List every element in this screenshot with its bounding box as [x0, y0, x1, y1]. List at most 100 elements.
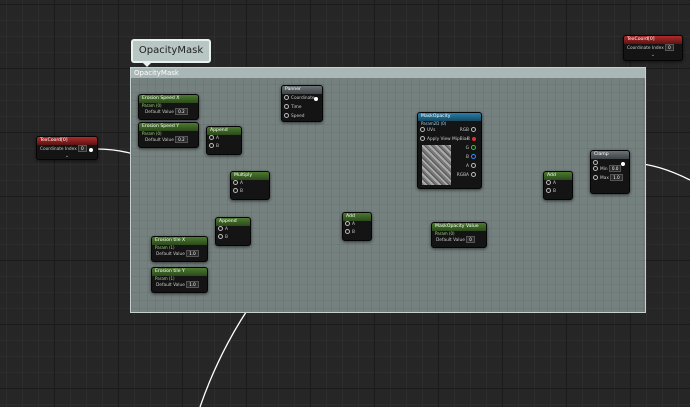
coordinate-index-row: Coordinate Index 0: [624, 44, 682, 53]
pin-label: Apply View MipBias: [427, 137, 469, 142]
pin-b-row: B: [231, 188, 269, 196]
clamp-node[interactable]: Clamp Min 0.0 Max 1.0: [590, 150, 630, 194]
node-title: TexCoord[0]: [624, 36, 682, 44]
output-pin[interactable]: [621, 161, 625, 166]
node-title: TexCoord[0]: [37, 137, 97, 145]
coordinate-index-field[interactable]: 0: [78, 145, 87, 152]
default-value-row: Default Value 1.0: [152, 250, 207, 259]
node-title: Panner: [282, 86, 322, 94]
multiply-node[interactable]: Multiply A B: [230, 171, 270, 200]
input-pin-speed[interactable]: [284, 113, 289, 118]
node-subtitle: Param (0): [435, 231, 455, 236]
input-pin-a[interactable]: [233, 180, 238, 185]
input-pin-a[interactable]: [345, 221, 350, 226]
output-pin[interactable]: [89, 147, 93, 152]
texture-sample-mask-opacity[interactable]: MaskOpacity Param2D (0) UVs Apply View M…: [417, 112, 482, 189]
default-value-field[interactable]: 1.0: [186, 250, 199, 257]
a-pin[interactable]: [471, 163, 476, 168]
expand-chevron-icon[interactable]: ⌄: [650, 52, 656, 58]
node-title: Append: [216, 218, 250, 226]
row-label: Coordinate Index: [627, 46, 664, 51]
pin-label: A: [240, 181, 243, 186]
pin-b-row: B: [343, 229, 371, 237]
input-pin-b[interactable]: [233, 188, 238, 193]
node-title: Erosion tile X: [152, 237, 207, 245]
output-pins: RGB R G B A RGBA: [457, 126, 478, 180]
param-erosion-speed-y[interactable]: Erosion Speed Y Param (0) Default Value …: [138, 122, 199, 148]
out-g-label: G: [465, 146, 469, 151]
max-row: Max 1.0: [591, 174, 629, 183]
input-pin[interactable]: [593, 160, 598, 165]
texcoord-node-right[interactable]: TexCoord[0] Coordinate Index 0 ⌄: [623, 35, 683, 61]
input-pin-b[interactable]: [209, 143, 214, 148]
g-pin[interactable]: [471, 145, 476, 150]
pin-label: Speed: [291, 114, 305, 119]
row-label: Default Value: [436, 238, 465, 243]
coordinate-index-row: Coordinate Index 0: [37, 145, 97, 154]
input-pin-uvs[interactable]: [420, 127, 425, 132]
append-node-2[interactable]: Append A B: [215, 217, 251, 246]
input-pin-a[interactable]: [209, 135, 214, 140]
texcoord-node-left[interactable]: TexCoord[0] Coordinate Index 0 ⌄: [36, 136, 98, 160]
input-pin-mipbias[interactable]: [420, 136, 425, 141]
add-node-1[interactable]: Add A B: [342, 212, 372, 241]
time-pin-row: Time: [282, 103, 322, 112]
max-value-field[interactable]: 1.0: [610, 174, 623, 181]
default-value-row: Default Value 0: [432, 236, 486, 245]
input-row: [591, 159, 629, 166]
input-pin-a[interactable]: [218, 226, 223, 231]
default-value-row: Default Value 0.2: [139, 136, 198, 145]
input-pin-coordinate[interactable]: [284, 95, 289, 100]
min-value-field[interactable]: 0.0: [609, 165, 622, 172]
coordinate-index-field[interactable]: 0: [665, 44, 674, 51]
node-title: Clamp: [591, 151, 629, 159]
rgba-pin[interactable]: [471, 172, 476, 177]
out-b-label: B: [466, 155, 469, 160]
max-pin[interactable]: [593, 175, 598, 180]
pin-label: B: [352, 230, 355, 235]
pin-label: Coordinate: [291, 96, 315, 101]
default-value-row: Default Value 1.0: [152, 281, 207, 290]
default-value-row: Default Value 0.2: [139, 108, 198, 117]
default-value-field[interactable]: 0.2: [175, 108, 188, 115]
add-node-2[interactable]: Add A B: [543, 171, 573, 200]
node-subtitle: Param (0): [142, 103, 162, 108]
r-pin[interactable]: [472, 136, 476, 141]
param-erosion-tile-y[interactable]: Erosion tile Y Param (1) Default Value 1…: [151, 267, 208, 293]
pin-a-row: A: [544, 180, 572, 188]
input-pin-b[interactable]: [218, 234, 223, 239]
input-pin-b[interactable]: [546, 188, 551, 193]
param-erosion-speed-x[interactable]: Erosion Speed X Param (0) Default Value …: [138, 94, 199, 120]
row-label: Default Value: [156, 283, 185, 288]
pin-label: UVs: [427, 128, 436, 133]
param-erosion-tile-x[interactable]: Erosion tile X Param (1) Default Value 1…: [151, 236, 208, 262]
pin-label: A: [553, 181, 556, 186]
row-label: Default Value: [145, 138, 174, 143]
pin-a-row: A: [207, 135, 241, 143]
pin-label: Time: [291, 105, 302, 110]
panner-node[interactable]: Panner Coordinate Time Speed: [281, 85, 323, 122]
input-pin-a[interactable]: [546, 180, 551, 185]
comment-bubble[interactable]: OpacityMask: [131, 39, 211, 67]
pin-label: Min: [600, 167, 608, 172]
input-pin-b[interactable]: [345, 229, 350, 234]
pin-label: B: [553, 189, 556, 194]
rgb-pin[interactable]: [471, 127, 476, 132]
default-value-field[interactable]: 0.2: [175, 136, 188, 143]
pin-label: Max: [600, 176, 609, 181]
node-title: Add: [343, 213, 371, 221]
output-pin[interactable]: [314, 96, 318, 101]
pin-a-row: A: [231, 180, 269, 188]
b-pin[interactable]: [471, 154, 476, 159]
input-pin-time[interactable]: [284, 104, 289, 109]
default-value-field[interactable]: 1.0: [186, 281, 199, 288]
param-mask-opacity-value[interactable]: MaskOpacity Value Param (0) Default Valu…: [431, 222, 487, 248]
pin-b-row: B: [216, 234, 250, 242]
pin-b-row: B: [207, 143, 241, 151]
pin-label: B: [225, 235, 228, 240]
append-node-1[interactable]: Append A B: [206, 126, 242, 155]
row-label: Default Value: [145, 110, 174, 115]
expand-chevron-icon[interactable]: ⌄: [64, 153, 70, 159]
min-pin[interactable]: [593, 166, 598, 171]
default-value-field[interactable]: 0: [466, 236, 475, 243]
